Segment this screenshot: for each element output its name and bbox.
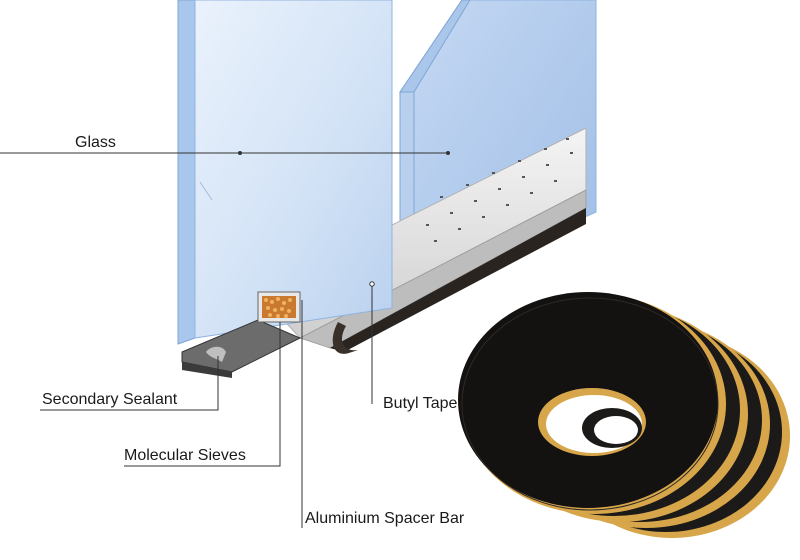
molecular-sieve-beads	[264, 297, 292, 318]
secondary-sealant-leader	[40, 356, 219, 411]
glass-back-marker	[446, 151, 450, 155]
label-butyl-tape: Butyl Tape	[383, 395, 458, 412]
label-glass: Glass	[75, 134, 116, 151]
label-aluminium-spacer-bar: Aluminium Spacer Bar	[305, 510, 465, 527]
secondary-sealant	[181, 319, 302, 378]
label-molecular-sieves: Molecular Sieves	[124, 447, 246, 464]
butyl-tape-rolls	[458, 292, 790, 538]
label-secondary-sealant: Secondary Sealant	[42, 391, 178, 408]
molecular-sieves-leader	[124, 322, 281, 467]
spacer-cross-section	[257, 291, 301, 323]
leader-lines	[0, 151, 450, 528]
front-glass-pane	[177, 0, 393, 345]
butyl-strip	[330, 208, 586, 354]
glass-front-marker	[238, 151, 242, 155]
butyl-tape-marker	[369, 281, 375, 287]
